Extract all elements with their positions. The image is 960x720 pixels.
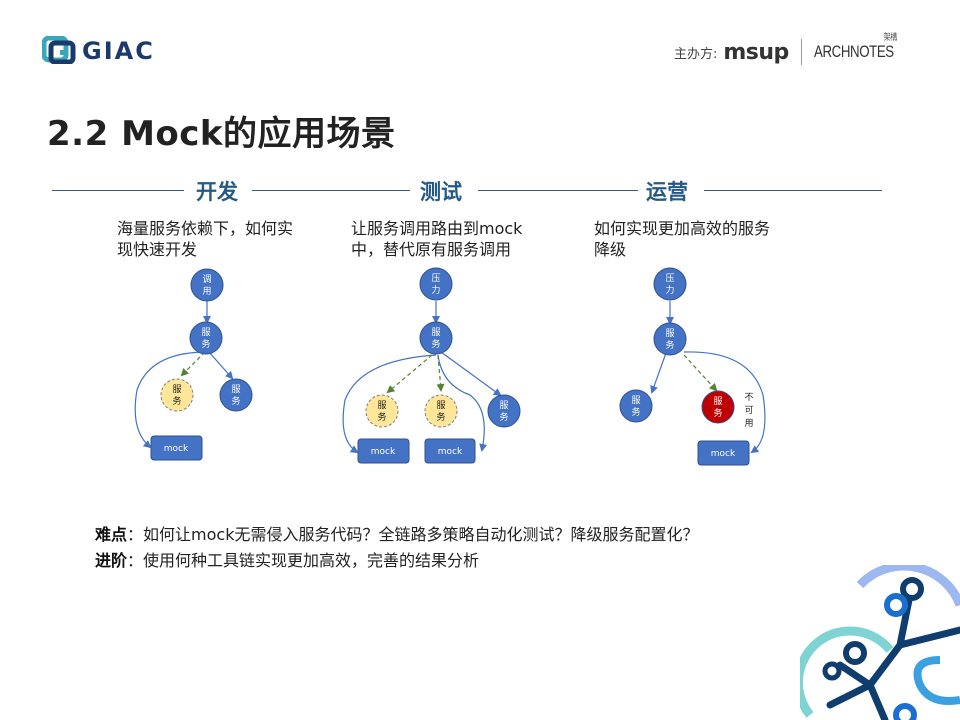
svg-text:务: 务	[713, 407, 722, 419]
archnotes-logo: ARCHNOTES 架構	[813, 32, 897, 62]
node-service	[487, 394, 521, 428]
section-heading-test: 测试	[420, 180, 462, 204]
desc-line: 降级	[594, 240, 627, 259]
divider-line	[704, 190, 882, 191]
svg-text:服: 服	[499, 400, 508, 411]
section-heading-dev: 开发	[196, 180, 238, 204]
advanced-text: ：使用何种工具链实现更加高效，完善的结果分析	[127, 551, 480, 570]
divider-line	[252, 190, 410, 191]
node-mock	[357, 438, 410, 464]
svg-text:mock: mock	[711, 449, 736, 459]
svg-text:可: 可	[744, 405, 753, 416]
svg-text:务: 务	[631, 406, 640, 418]
giac-logo-text: GIAC	[82, 37, 155, 65]
svg-text:服: 服	[431, 327, 440, 338]
node-mocked-service	[160, 378, 194, 412]
svg-text:务: 务	[499, 411, 508, 423]
sponsor-area: 主办方: msup ARCHNOTES 架構	[673, 32, 916, 66]
svg-text:服: 服	[172, 384, 181, 395]
difficulty-note: 难点：如何让mock无需侵入服务代码？全链路多策略自动化测试？降级服务配置化？	[95, 522, 698, 548]
svg-text:服: 服	[377, 400, 386, 411]
difficulty-label: 难点	[95, 525, 128, 544]
diagram-dev: 调用 服务 服务 服务 mock	[134, 268, 253, 461]
giac-logo-mark-icon	[42, 36, 76, 64]
node-label: 调	[202, 274, 211, 285]
divider-line	[478, 190, 638, 191]
desc-line: 海量服务依赖下，如何实	[117, 219, 294, 238]
unavailable-note: 不	[744, 392, 753, 403]
svg-text:服: 服	[631, 395, 640, 406]
svg-text:服: 服	[231, 384, 240, 395]
node-service	[419, 321, 453, 355]
svg-text:mock: mock	[371, 447, 396, 457]
node-mock	[150, 435, 203, 461]
section-desc-dev: 海量服务依赖下，如何实 现快速开发	[117, 218, 293, 260]
desc-line: 让服务调用路由到mock	[351, 219, 523, 238]
svg-text:务: 务	[231, 395, 240, 407]
svg-text:务: 务	[172, 395, 181, 407]
section-desc-test: 让服务调用路由到mock 中，替代原有服务调用	[351, 218, 522, 260]
decorative-molecule-icon	[800, 565, 960, 720]
svg-text:务: 务	[431, 338, 440, 350]
svg-text:务: 务	[665, 339, 674, 351]
advanced-note: 进阶：使用何种工具链实现更加高效，完善的结果分析	[95, 548, 698, 574]
node-load	[419, 267, 453, 301]
node-failed-service	[701, 390, 735, 424]
svg-text:服: 服	[436, 400, 445, 411]
sponsor-label: 主办方:	[673, 46, 718, 62]
svg-text:mock: mock	[164, 444, 189, 454]
node-mock	[424, 438, 476, 464]
desc-line: 中，替代原有服务调用	[351, 240, 512, 259]
svg-text:力: 力	[665, 284, 674, 296]
difficulty-text: ：如何让mock无需侵入服务代码？全链路多策略自动化测试？降级服务配置化？	[127, 525, 699, 544]
msup-logo: msup	[723, 39, 789, 65]
node-mock	[697, 440, 750, 466]
svg-text:务: 务	[377, 411, 386, 423]
node-service	[189, 321, 223, 355]
archnotes-text: ARCHNOTES	[813, 42, 894, 61]
diagram-test: 压力 服务 服务 服务 服务 mock mock	[342, 267, 521, 464]
page-title: 2.2 Mock的应用场景	[47, 114, 396, 154]
node-call	[190, 268, 224, 302]
archnotes-cn-text: 架構	[883, 32, 897, 42]
node-mocked-service	[365, 394, 399, 428]
node-service	[619, 389, 653, 423]
section-heading-ops: 运营	[646, 180, 688, 204]
svg-text:服: 服	[201, 327, 210, 338]
desc-line: 如何实现更加高效的服务	[594, 219, 771, 238]
svg-text:务: 务	[201, 338, 210, 350]
svg-text:服: 服	[665, 328, 674, 339]
svg-text:用: 用	[202, 286, 211, 297]
divider-line	[52, 190, 184, 191]
node-mocked-service	[424, 394, 458, 428]
svg-text:务: 务	[436, 411, 445, 423]
diagram-ops: 压力 服务 服务 服务 不 可 用 mock	[619, 267, 766, 466]
desc-line: 现快速开发	[117, 240, 198, 259]
node-service	[653, 322, 687, 356]
notes: 难点：如何让mock无需侵入服务代码？全链路多策略自动化测试？降级服务配置化？ …	[95, 522, 698, 574]
svg-text:压: 压	[431, 273, 440, 284]
giac-logo: GIAC	[42, 36, 162, 66]
advanced-label: 进阶	[95, 551, 128, 570]
svg-text:力: 力	[431, 284, 440, 296]
node-load	[653, 267, 687, 301]
svg-text:mock: mock	[438, 447, 463, 457]
section-desc-ops: 如何实现更加高效的服务 降级	[594, 218, 770, 260]
sponsor-divider	[800, 39, 802, 65]
svg-text:用: 用	[744, 418, 753, 429]
svg-text:服: 服	[713, 396, 722, 407]
node-service	[219, 378, 253, 412]
svg-text:压: 压	[665, 273, 674, 284]
